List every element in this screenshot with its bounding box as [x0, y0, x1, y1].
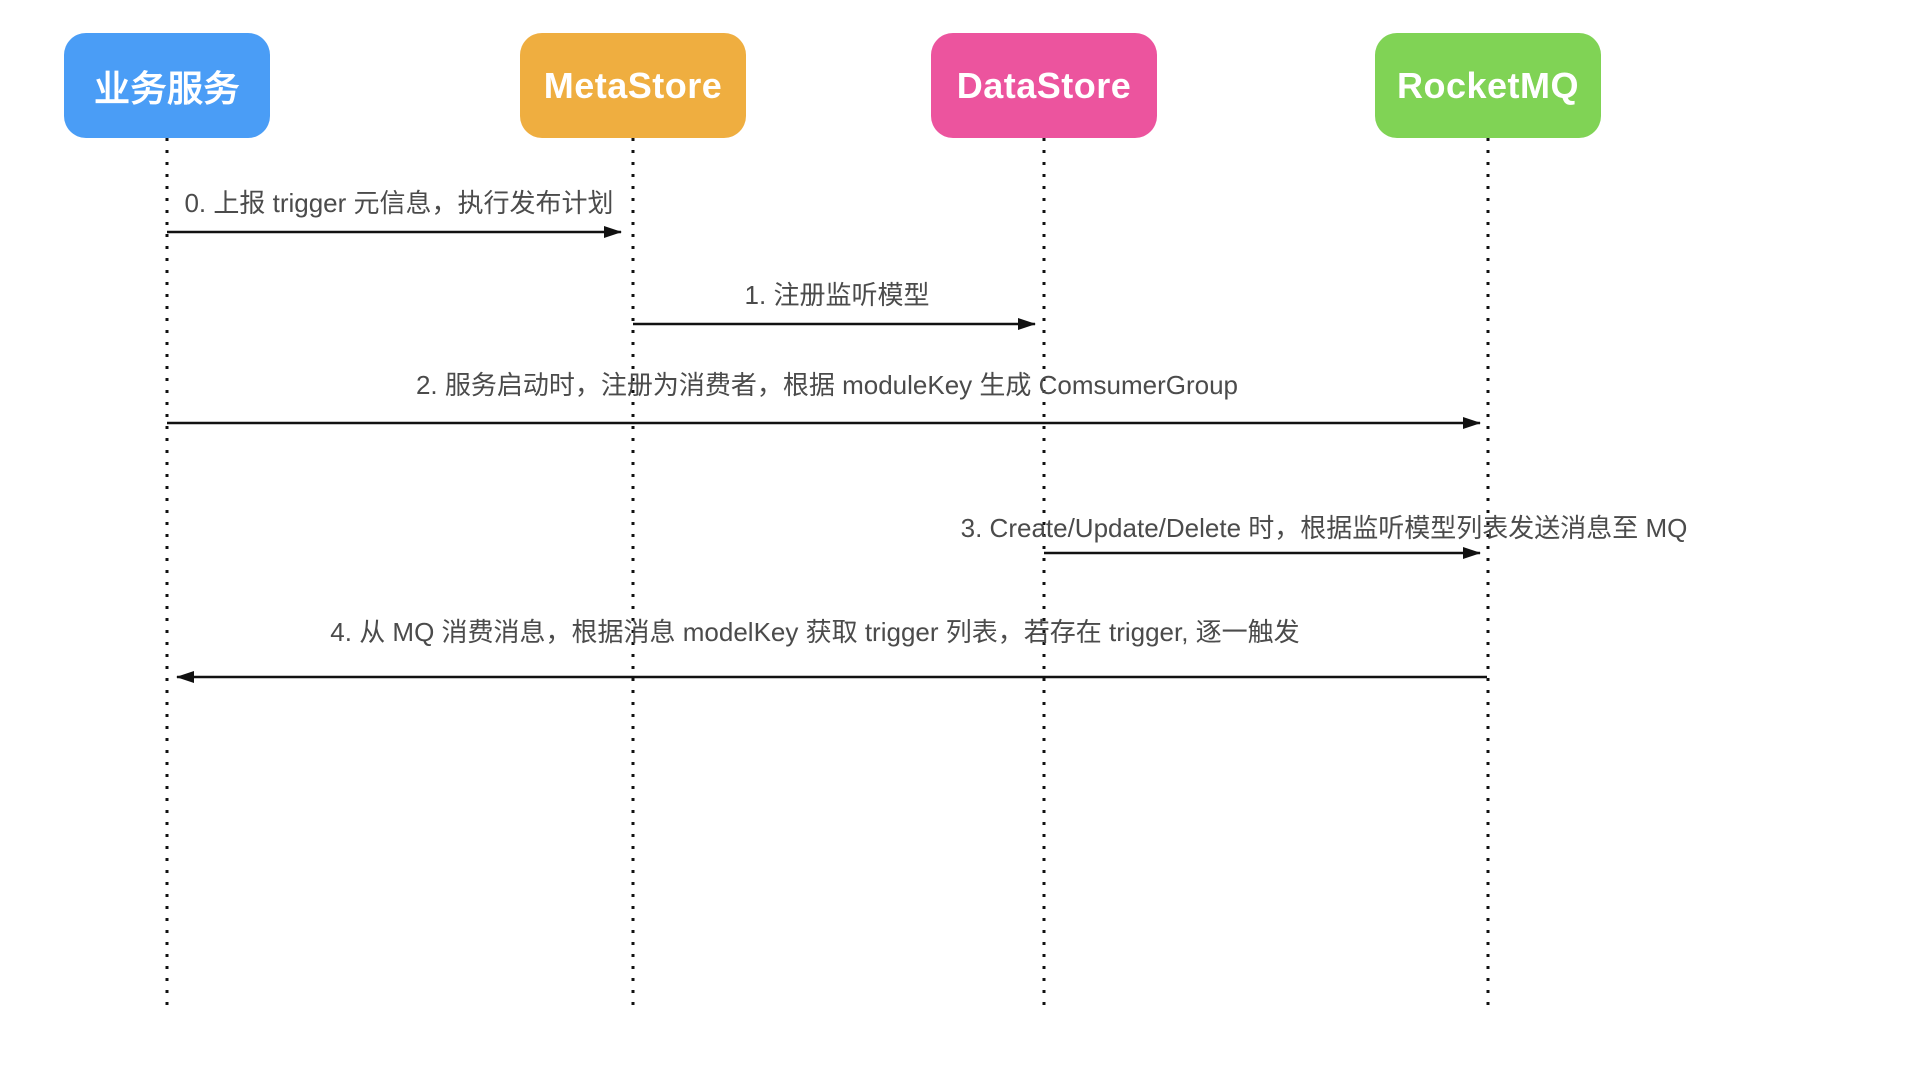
actor-box-datastore: DataStore: [931, 33, 1157, 138]
message-label-4: 4. 从 MQ 消费消息，根据消息 modelKey 获取 trigger 列表…: [330, 617, 1300, 647]
message-label-0: 0. 上报 trigger 元信息，执行发布计划: [184, 188, 614, 218]
actor-box-business-service: 业务服务: [64, 33, 270, 138]
message-label-1: 1. 注册监听模型: [744, 280, 930, 310]
actor-box-metastore: MetaStore: [520, 33, 746, 138]
actor-box-rocketmq: RocketMQ: [1375, 33, 1601, 138]
message-label-2: 2. 服务启动时，注册为消费者，根据 moduleKey 生成 Comsumer…: [415, 370, 1239, 400]
message-label-3: 3. Create/Update/Delete 时，根据监听模型列表发送消息至 …: [960, 513, 1688, 543]
